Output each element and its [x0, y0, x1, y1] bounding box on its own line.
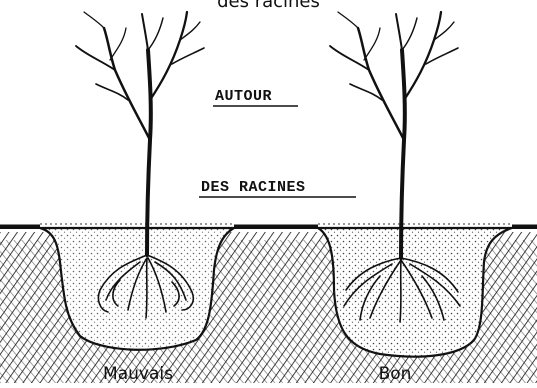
top-caption: des racines: [0, 0, 537, 13]
label-mauvais: Mauvais: [103, 364, 173, 383]
right-tree: [330, 12, 458, 258]
left-tree: [76, 12, 204, 255]
label-bon: Bon: [379, 364, 412, 383]
heading-line-2: DES RACINES: [201, 179, 306, 196]
heading-line-1: AUTOUR: [215, 88, 272, 105]
